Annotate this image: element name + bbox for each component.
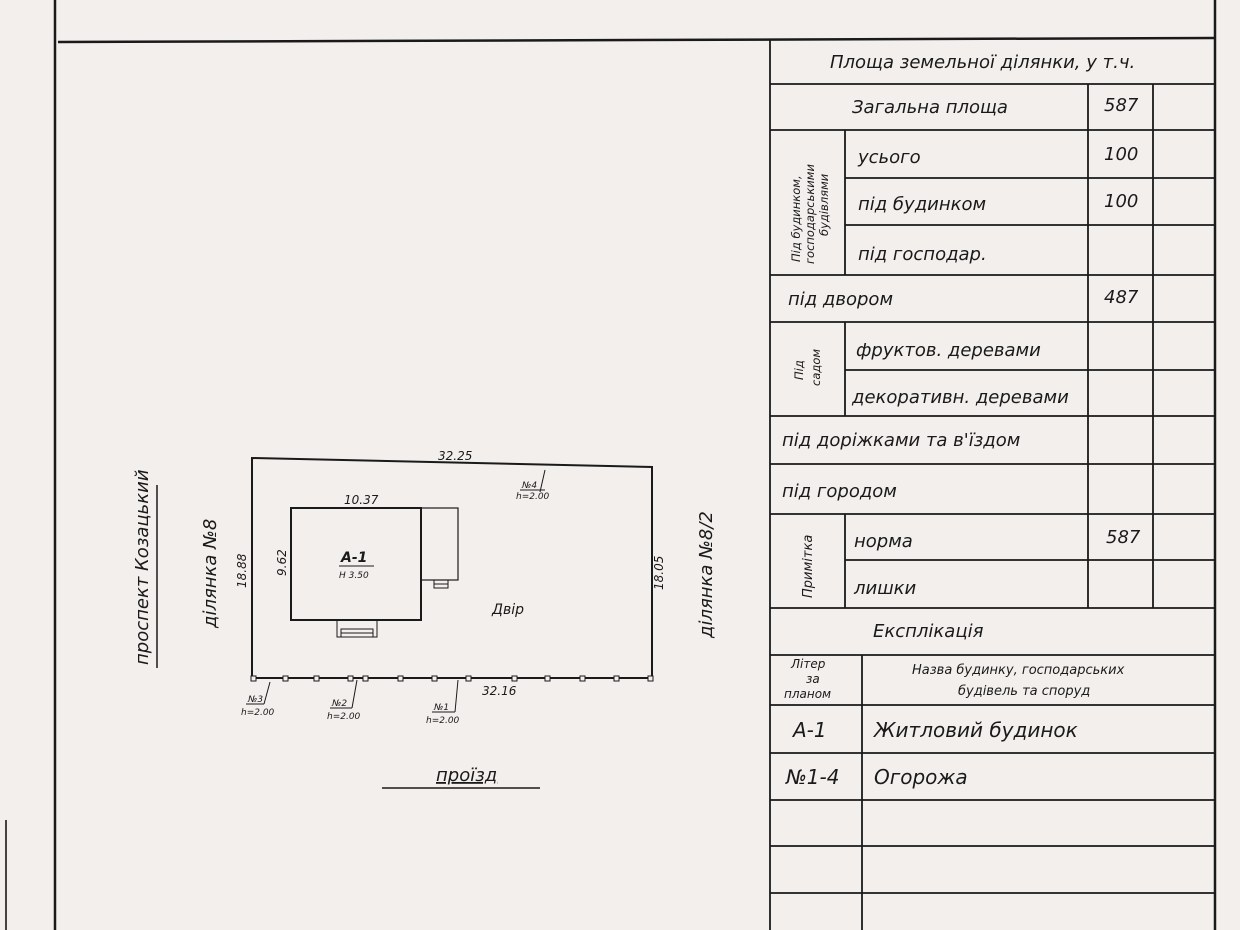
neighbor-right-label: ділянка №8/2	[696, 511, 717, 639]
all-value: 100	[1104, 144, 1138, 165]
under-house-label: під будинком	[858, 194, 986, 215]
col1-header-1: Літер	[790, 657, 826, 671]
house-depth: 9.62	[275, 549, 289, 576]
paths-label: під доріжками та в'їздом	[782, 430, 1020, 451]
col1-header-2: за	[806, 672, 820, 686]
fence-1-label: №1	[433, 703, 449, 713]
excess-label: лишки	[853, 578, 917, 599]
explication-row-1-name: Житловий будинок	[872, 718, 1078, 742]
explication-table: Експлікація Літер за планом Назва будинк…	[770, 621, 1215, 930]
fence-2-callout: №2 h=2.00	[327, 679, 361, 722]
yard-row-label: під двором	[788, 289, 893, 310]
col1-header-3: планом	[784, 687, 831, 701]
under-house-value: 100	[1104, 191, 1138, 212]
plot-bottom-length: 32.16	[482, 684, 517, 698]
explication-row-2-name: Огорожа	[874, 765, 968, 789]
fence-3-label: №3	[247, 695, 263, 705]
house-porch-right	[433, 579, 449, 589]
fence-3-callout: №3 h=2.00	[241, 681, 275, 718]
fence-2-label: №2	[331, 699, 347, 709]
fence-4-height: h=2.00	[516, 492, 550, 502]
explication-title: Експлікація	[873, 621, 984, 642]
sheet-frame	[5, 0, 1217, 930]
fence-posts	[250, 675, 654, 682]
col2-header-1: Назва будинку, господарських	[912, 663, 1125, 678]
house-code: А-1	[340, 550, 367, 566]
street-bottom-label: проїзд	[436, 765, 497, 786]
house-porch-bottom	[336, 619, 378, 638]
plot-left-length: 18.88	[235, 553, 249, 588]
norm-value: 587	[1106, 527, 1141, 548]
vegetable-label: під городом	[782, 481, 897, 502]
yard-label: Двір	[491, 602, 524, 618]
col2-header-2: будівель та споруд	[958, 684, 1090, 699]
yard-row-value: 487	[1104, 287, 1139, 308]
norm-label: норма	[854, 531, 913, 552]
street-left-label: проспект Козацький	[132, 469, 153, 665]
site-plan: проспект Козацький ділянка №8 ділянка №8…	[132, 449, 717, 789]
all-label: усього	[857, 147, 921, 168]
neighbor-left-label: ділянка №8	[200, 519, 221, 629]
table-title: Площа земельної ділянки, у т.ч.	[830, 52, 1135, 73]
total-label: Загальна площа	[852, 97, 1008, 118]
fence-1-height: h=2.00	[426, 716, 460, 726]
house-width: 10.37	[344, 493, 379, 507]
decor-label: декоративн. деревами	[851, 387, 1069, 408]
explication-row-2-code: №1-4	[785, 765, 839, 789]
fence-4-callout: №4 h=2.00	[516, 469, 550, 502]
total-value: 587	[1104, 95, 1139, 116]
group-buildings-label-1: Під будинком,	[789, 175, 803, 262]
under-outbuild-label: під господар.	[858, 244, 987, 265]
plot-boundary	[251, 456, 653, 679]
plot-top-length: 32.25	[438, 449, 472, 463]
fence-1-callout: №1 h=2.00	[426, 679, 460, 726]
house-extension	[420, 507, 459, 581]
plot-right-length: 18.05	[652, 556, 666, 590]
fence-4-label: №4	[521, 481, 537, 491]
explication-row-1-code: А-1	[791, 718, 827, 742]
fence-3-height: h=2.00	[241, 708, 275, 718]
garden-group-label-1: Під	[792, 360, 806, 380]
group-buildings-label-2: господарськими	[803, 164, 817, 264]
fence-2-height: h=2.00	[327, 712, 361, 722]
group-buildings-label-3: будівлями	[817, 173, 831, 236]
note-group-label: Примітка	[801, 535, 816, 598]
area-table: Площа земельної ділянки, у т.ч. Загальна…	[769, 40, 1215, 930]
fruit-label: фруктов. деревами	[856, 340, 1041, 361]
garden-group-label-2: садом	[809, 349, 823, 386]
house-height: Н 3.50	[339, 571, 369, 581]
